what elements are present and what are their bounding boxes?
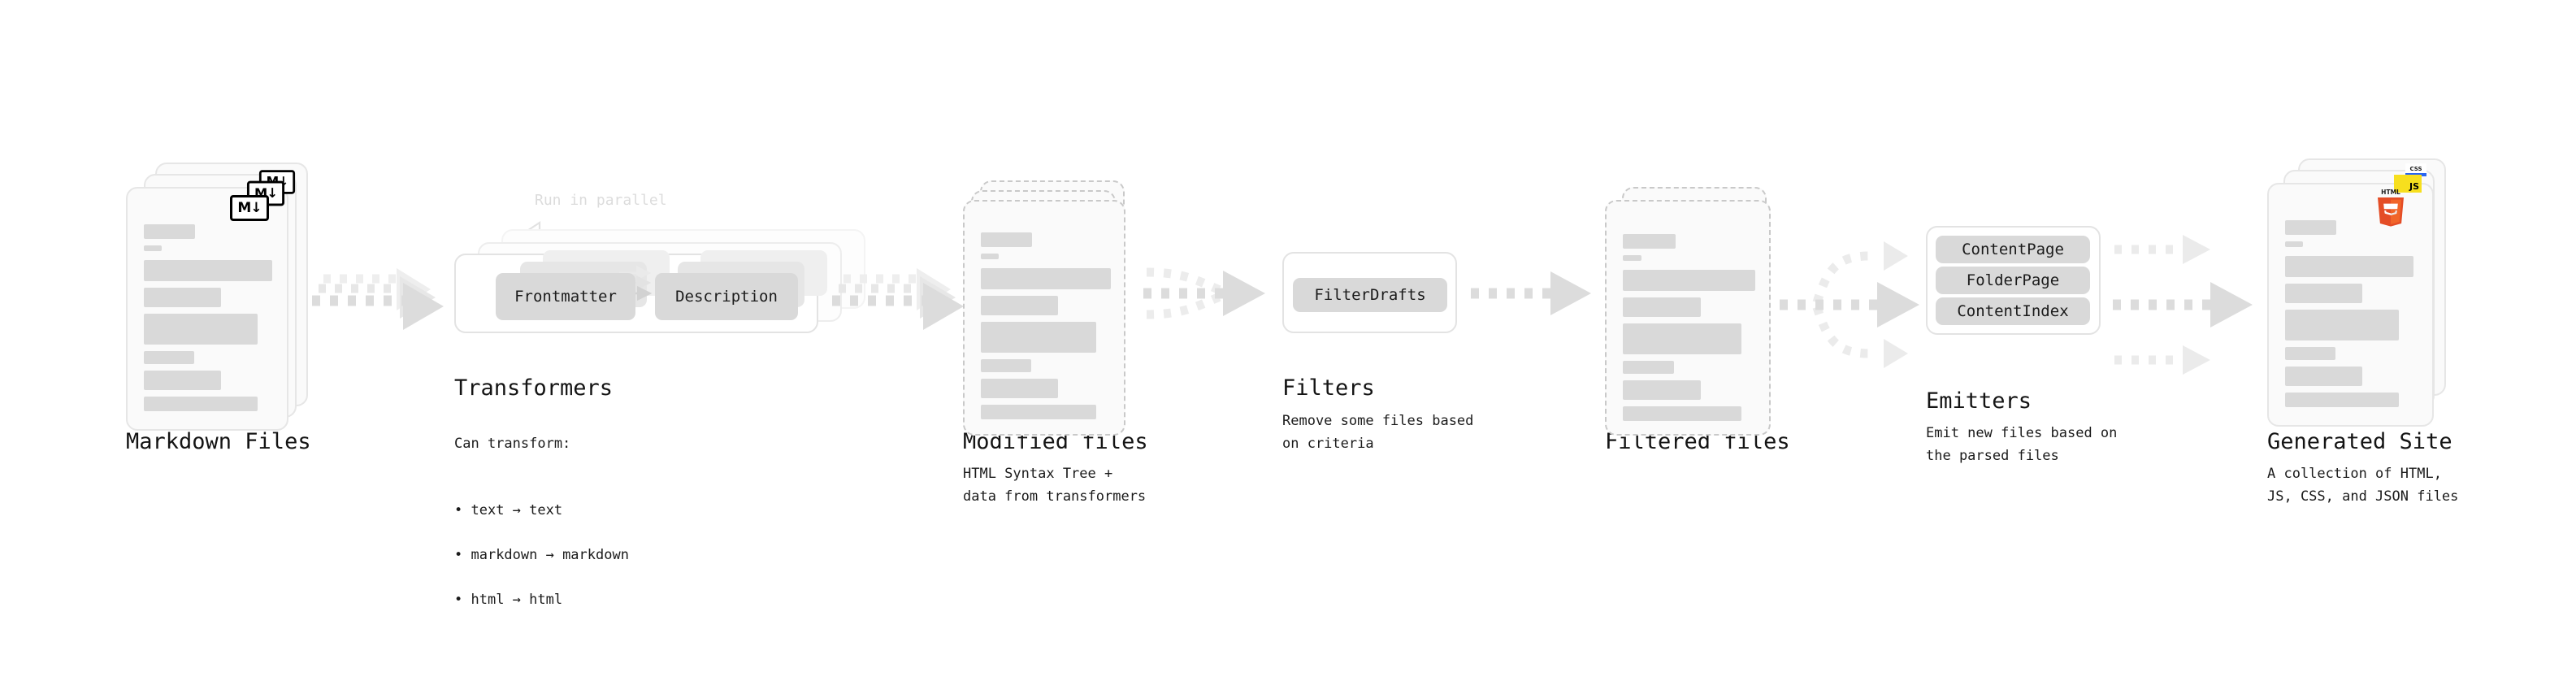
- arrow-modified-to-filters: [1142, 256, 1296, 349]
- transformers-caption: Can transform: text → text markdown → ma…: [454, 410, 629, 657]
- modified-doc-skeleton: [981, 232, 1111, 426]
- transformers-bullet-0: text → text: [454, 500, 629, 523]
- filtered-doc-skeleton: [1623, 234, 1755, 427]
- modified-doc-front: [963, 200, 1125, 436]
- generated-site-stack: CSS JS HTML: [2267, 158, 2462, 435]
- markdown-files-title: Markdown Files: [126, 429, 311, 454]
- markdown-badge-front: M↓: [230, 195, 269, 221]
- filter-chip-filterdrafts[interactable]: FilterDrafts: [1293, 278, 1447, 312]
- run-in-parallel-label: Run in parallel: [535, 192, 667, 209]
- modified-files-stack: [963, 180, 1150, 440]
- generated-site-caption: A collection of HTML, JS, CSS, and JSON …: [2267, 466, 2459, 505]
- transformer-chip-description[interactable]: Description: [655, 273, 798, 320]
- emitter-chip-contentindex[interactable]: ContentIndex: [1936, 297, 2090, 325]
- arrow-filtered-to-emitters: [1780, 232, 1942, 394]
- generated-site-title: Generated Site: [2267, 429, 2452, 454]
- transformers-caption-heading: Can transform:: [454, 435, 571, 452]
- emitter-chip-folderpage[interactable]: FolderPage: [1936, 267, 2090, 294]
- arrow-markdown-to-transformers: [309, 268, 455, 349]
- transformers-bullet-1: markdown → markdown: [454, 544, 628, 567]
- transformer-chip-frontmatter[interactable]: Frontmatter: [496, 273, 635, 320]
- emitters-caption: Emit new files based on the parsed files: [1926, 425, 2118, 464]
- html5-badge: HTML: [2374, 188, 2407, 227]
- filtered-files-stack: [1605, 187, 1792, 447]
- filters-caption: Remove some files based on criteria: [1282, 413, 1474, 452]
- site-doc-skeleton: [2285, 220, 2416, 414]
- markdown-doc-skeleton: [144, 224, 272, 418]
- js-badge-label: JS: [2409, 181, 2419, 192]
- transformers-title: Transformers: [454, 375, 614, 401]
- css-badge-label: CSS: [2409, 166, 2422, 172]
- markdown-doc-front: [126, 187, 288, 431]
- arrow-transformers-to-modified: [829, 268, 975, 349]
- markdown-files-stack: M↓ M↓ M↓: [126, 163, 313, 431]
- filters-title: Filters: [1282, 375, 1375, 401]
- transformers-bullet-list: text → text markdown → markdown html → h…: [454, 478, 629, 635]
- arrow-emitters-to-site: [2113, 232, 2275, 394]
- emitter-chip-contentpage[interactable]: ContentPage: [1936, 236, 2090, 263]
- modified-files-caption: HTML Syntax Tree + data from transformer…: [963, 466, 1147, 505]
- filtered-doc-front: [1605, 200, 1771, 436]
- site-doc-front: [2267, 183, 2434, 427]
- emitters-title: Emitters: [1926, 388, 2032, 414]
- js-badge: JS: [2394, 175, 2422, 193]
- arrow-filters-to-filtered: [1469, 271, 1607, 345]
- svg-text:HTML: HTML: [2381, 189, 2400, 196]
- transformers-bullet-2: html → html: [454, 589, 629, 612]
